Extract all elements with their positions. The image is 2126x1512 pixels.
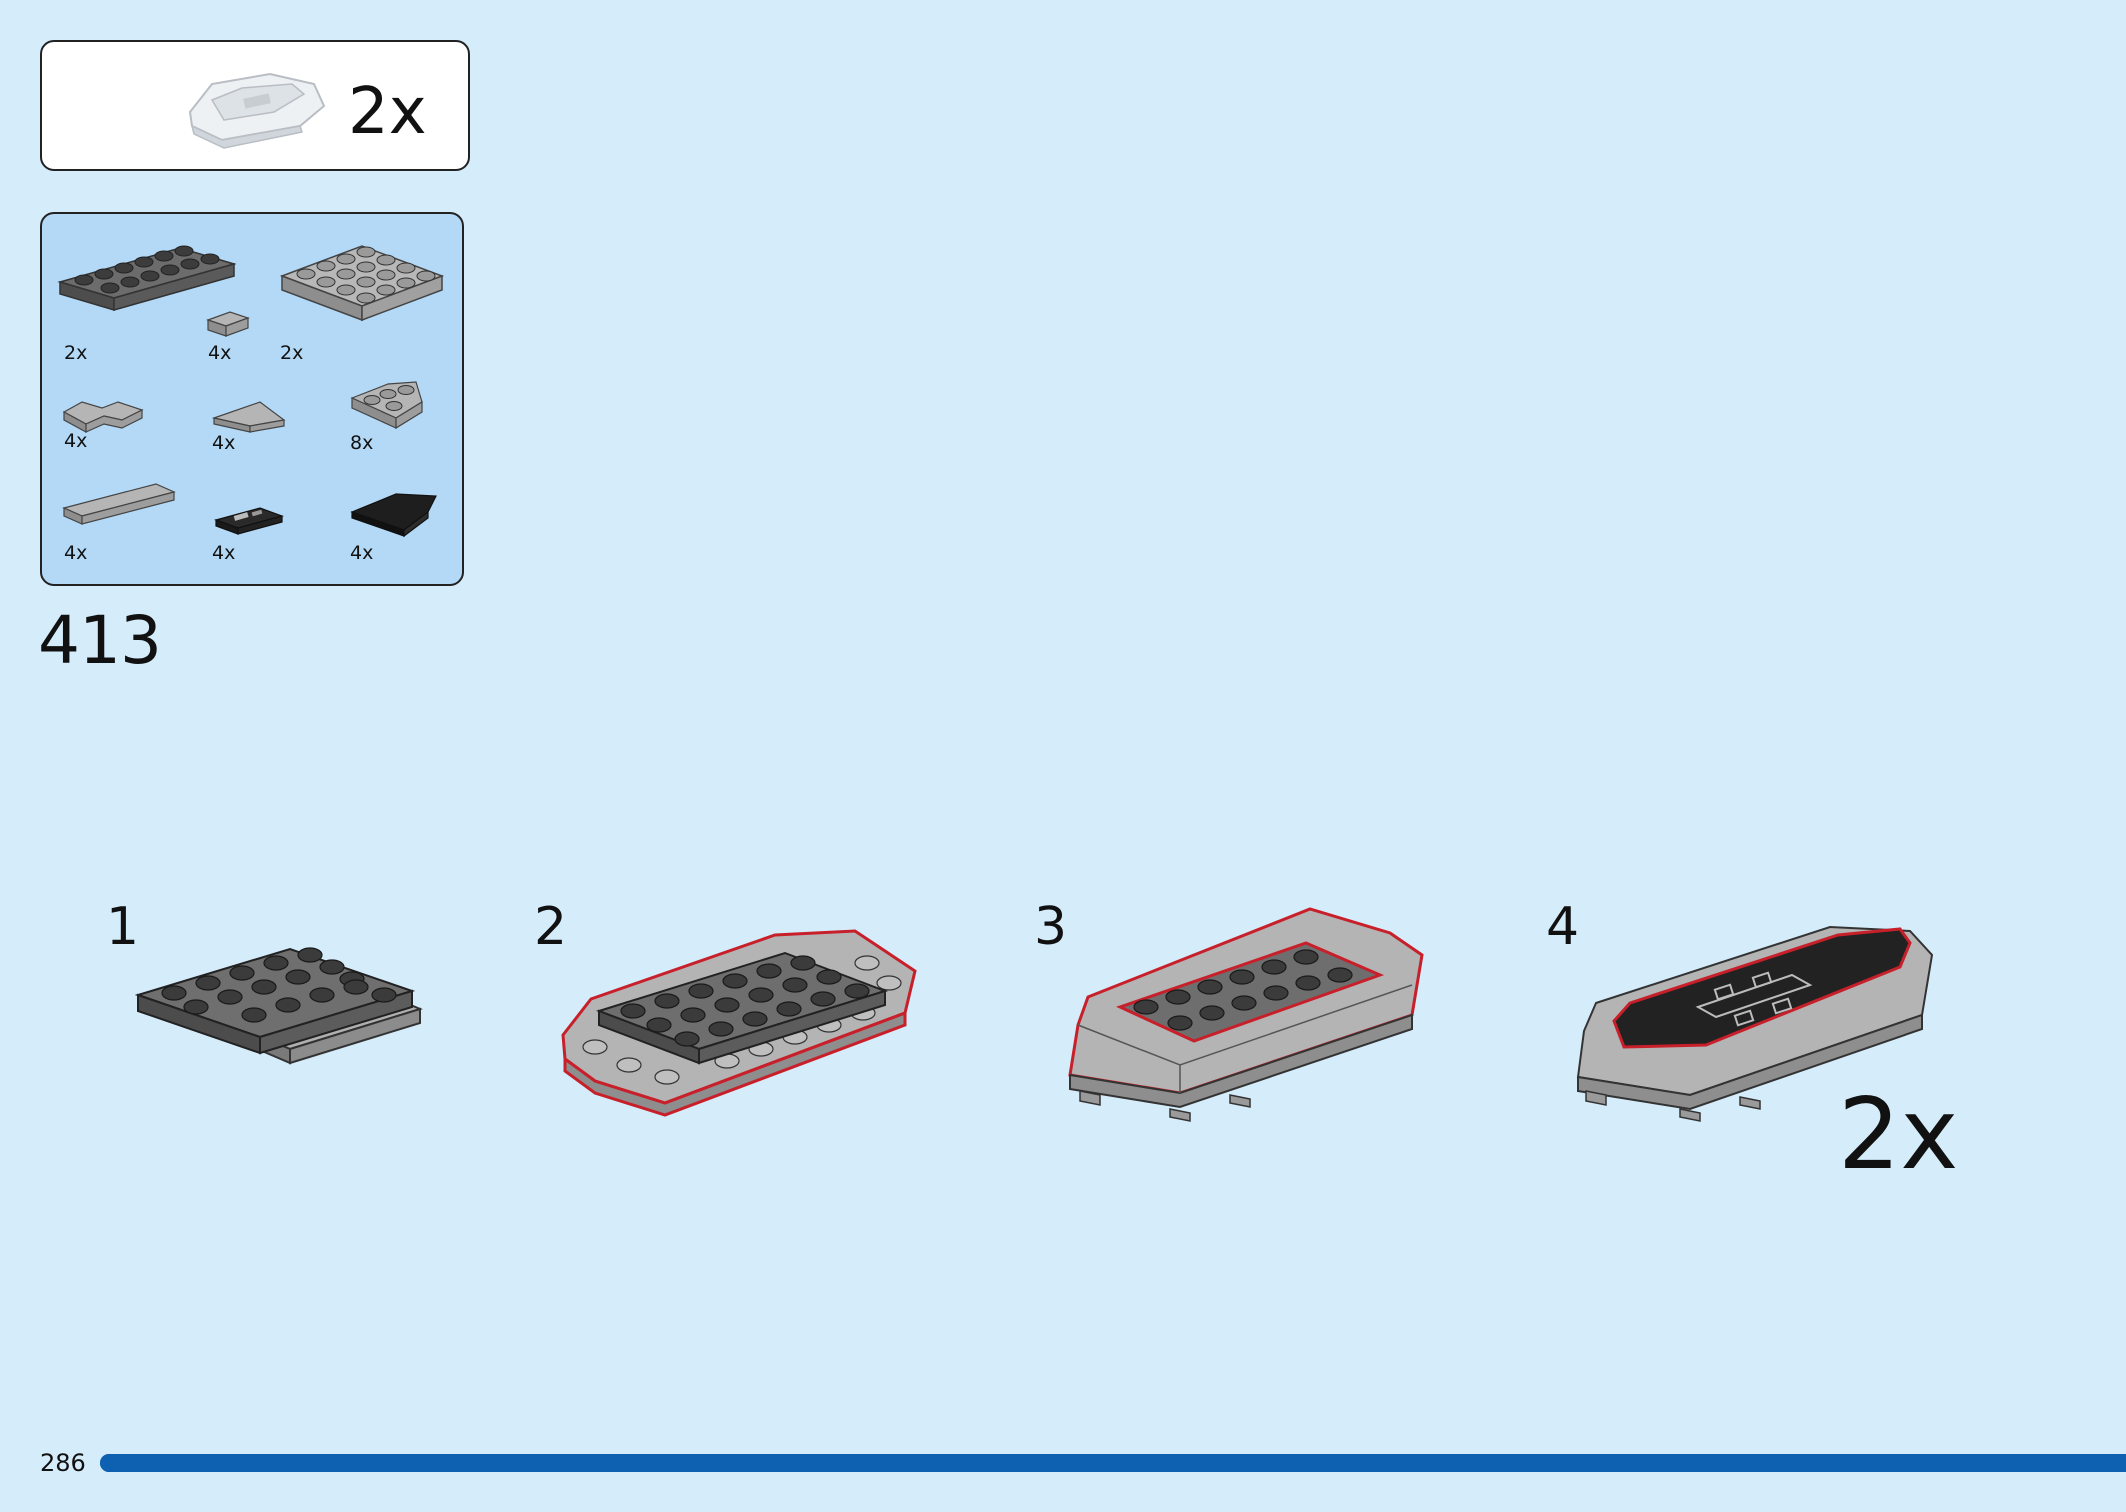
part-qty: 4x: [64, 542, 88, 564]
page-number: 286: [40, 1449, 86, 1477]
sub-step-2-illustration: [555, 895, 925, 1135]
part-qty: 4x: [208, 342, 232, 364]
sub-step-number: 4: [1546, 897, 1580, 957]
step-number: 413: [38, 602, 162, 679]
submodel-callout: 2x: [40, 40, 470, 171]
part-qty: 4x: [64, 430, 88, 452]
part-qty: 2x: [64, 342, 88, 364]
sub-step-number: 1: [106, 897, 140, 957]
sub-step-3-illustration: [1060, 895, 1430, 1125]
sub-step-1-illustration: [130, 895, 430, 1115]
part-qty: 4x: [350, 542, 374, 564]
assembled-submodel-icon: [188, 72, 326, 149]
submodel-multiplier: 2x: [348, 75, 427, 149]
sub-step-4-illustration: [1570, 895, 1940, 1125]
part-qty: 4x: [212, 542, 236, 564]
part-qty: 2x: [280, 342, 304, 364]
sub-step-number: 2: [534, 897, 568, 957]
sub-step-multiplier: 2x: [1838, 1078, 1959, 1192]
part-qty: 8x: [350, 432, 374, 454]
progress-bar-fill: [100, 1454, 2126, 1472]
parts-list: 2x 4x 2x 4x: [40, 212, 464, 586]
sub-step-number: 3: [1034, 897, 1068, 957]
part-qty: 4x: [212, 432, 236, 454]
progress-bar: [100, 1454, 2126, 1472]
